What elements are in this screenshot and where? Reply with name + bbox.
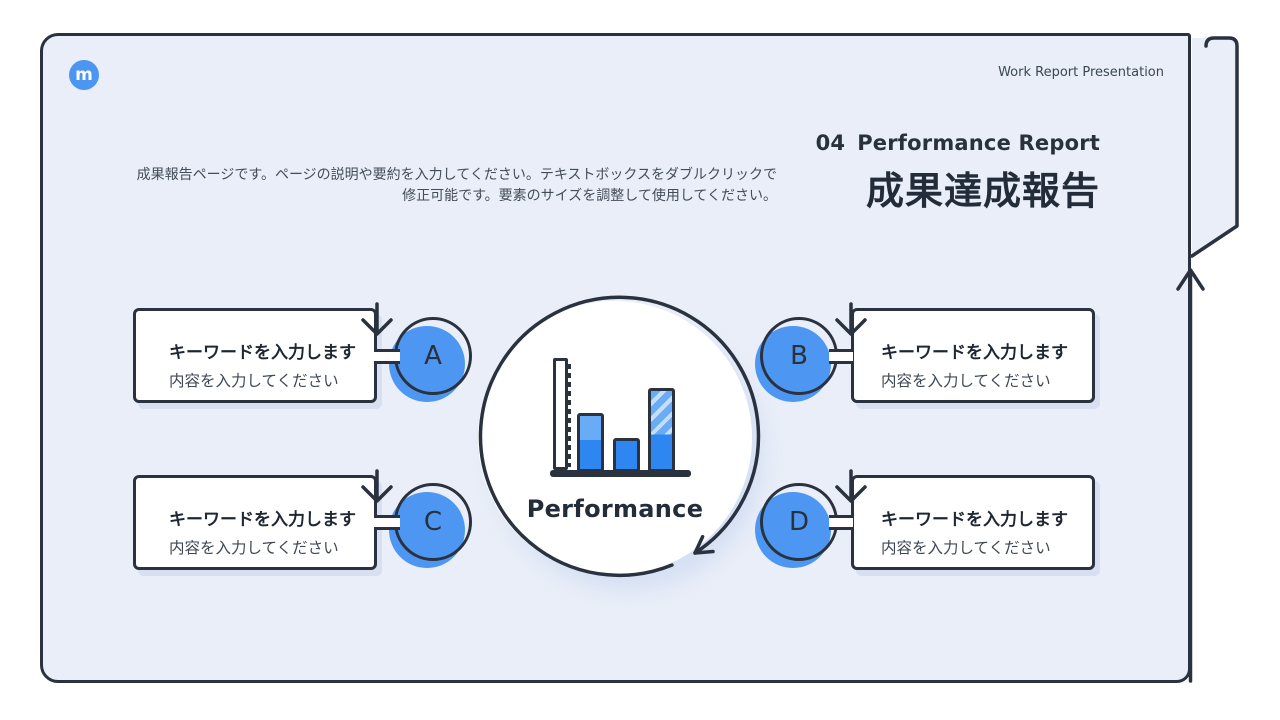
callout-box-a[interactable]: キーワードを入力します 内容を入力してください — [133, 308, 377, 403]
callout-keyword: キーワードを入力します — [881, 510, 1068, 530]
callout-box-c[interactable]: キーワードを入力します 内容を入力してください — [133, 475, 377, 570]
brand-logo: m — [69, 60, 99, 90]
presentation-label[interactable]: Work Report Presentation — [998, 65, 1164, 80]
callout-body: 内容を入力してください — [881, 539, 1051, 557]
page-title-ja: 成果達成報告 — [865, 169, 1100, 213]
description-line-2: 修正可能です。要素のサイズを調整して使用してください。 — [402, 188, 777, 204]
connector-tab — [829, 349, 853, 364]
bubble-letter: A — [424, 341, 442, 371]
callout-keyword: キーワードを入力します — [881, 343, 1068, 363]
callout-box-b[interactable]: キーワードを入力します 内容を入力してください — [851, 308, 1095, 403]
hub-label: Performance — [526, 495, 704, 523]
arrow-down-icon — [361, 469, 393, 503]
callout-body: 内容を入力してください — [169, 372, 339, 390]
bubble-letter: D — [788, 507, 810, 537]
chart-axis-ruler — [553, 358, 571, 470]
chart-bar-3 — [648, 388, 675, 472]
arrow-down-icon — [361, 302, 393, 336]
page-description[interactable]: 成果報告ページです。ページの説明や要約を入力してください。テキストボックスをダブ… — [137, 165, 777, 207]
description-line-1: 成果報告ページです。ページの説明や要約を入力してください。テキストボックスをダブ… — [136, 167, 777, 183]
bar-chart-icon — [460, 283, 770, 593]
chart-bar-1 — [577, 413, 604, 472]
title-block[interactable]: 04 Performance Report 成果達成報告 — [816, 131, 1100, 215]
callout-body: 内容を入力してください — [169, 539, 339, 557]
arrow-down-icon — [835, 469, 867, 503]
connector-tab — [374, 349, 400, 364]
page-title-en: 04 Performance Report — [816, 131, 1100, 155]
section-title-en: Performance Report — [857, 131, 1100, 155]
bubble-letter: C — [423, 507, 443, 537]
callout-keyword: キーワードを入力します — [169, 510, 356, 530]
bubble-a[interactable]: A — [388, 311, 478, 402]
fold-outline — [1190, 36, 1239, 258]
callout-body: 内容を入力してください — [881, 372, 1051, 390]
bubble-c[interactable]: C — [388, 477, 478, 568]
chart-bar-2 — [613, 438, 640, 472]
section-number: 04 — [815, 131, 846, 155]
arrow-down-icon — [835, 302, 867, 336]
chart-baseline — [550, 470, 691, 477]
performance-hub[interactable]: Performance — [460, 283, 770, 593]
connector-tab — [374, 515, 400, 530]
fold-fill — [1192, 38, 1237, 257]
connector-tab — [829, 515, 853, 530]
callout-box-d[interactable]: キーワードを入力します 内容を入力してください — [851, 475, 1095, 570]
callout-keyword: キーワードを入力します — [169, 343, 356, 363]
brand-logo-letter: m — [75, 65, 93, 85]
bubble-letter: B — [790, 341, 808, 371]
